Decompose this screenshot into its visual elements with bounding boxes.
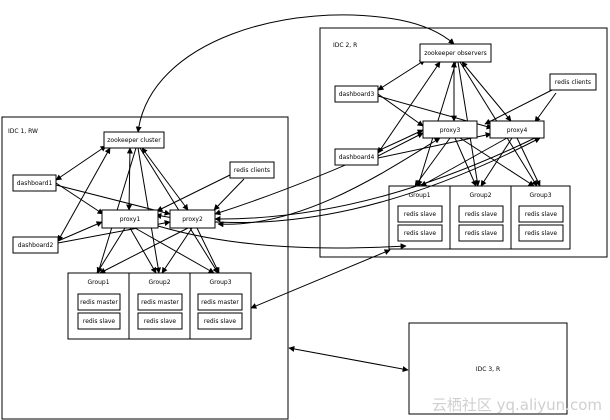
idc1-group1-master (77, 293, 121, 311)
idc1-group2-slave-label: redis slave (144, 318, 177, 325)
idc1-redis-clients-label: redis clients (234, 167, 270, 174)
dashboard3-label: dashboard3 (339, 91, 375, 98)
idc1-group2-slave (137, 312, 183, 330)
idc2-group3-slave-b (518, 224, 564, 242)
dashboard4-label: dashboard4 (339, 154, 375, 161)
proxy4-label: proxy4 (507, 127, 528, 134)
proxy1-node (101, 209, 159, 229)
idc1-group3-master-label: redis master (201, 299, 239, 306)
idc2-group1-slave-b (397, 224, 443, 242)
proxy2-node (169, 209, 216, 229)
proxy3-label: proxy3 (440, 127, 461, 134)
dashboard2-node (12, 236, 59, 254)
idc1-group1-slave (77, 312, 121, 330)
idc2-group3-slave-a (518, 205, 564, 223)
idc3-region (408, 322, 568, 415)
dashboard1-node (12, 174, 57, 192)
idc2-group3-title: Group3 (529, 192, 551, 199)
idc2-redis-clients-node (549, 73, 597, 91)
idc2-group1-slave-a-label: redis slave (404, 211, 437, 218)
idc1-group2-master-label: redis master (141, 299, 179, 306)
idc1-redis-clients-node (229, 161, 275, 179)
proxy3-node (422, 120, 478, 139)
idc2-group3-slave-a-label: redis slave (525, 211, 558, 218)
idc1-zookeeper-node (103, 131, 165, 149)
proxy4-node (489, 120, 545, 139)
idc2-group2-slave-a-label: redis slave (465, 211, 498, 218)
idc1-group3-slave (197, 312, 243, 330)
idc2-group2-slave-b-label: redis slave (465, 230, 498, 237)
idc1-group1-slave-label: redis slave (83, 318, 116, 325)
idc2-group2-slave-b (458, 224, 504, 242)
dashboard3-node (334, 85, 379, 103)
idc1-group3-master (197, 293, 243, 311)
dashboard2-label: dashboard2 (18, 242, 54, 249)
idc2-zookeeper-label: zookeeper observers (424, 50, 487, 57)
idc1-region-label: IDC 1, RW (8, 128, 38, 135)
idc2-group3-slave-b-label: redis slave (525, 230, 558, 237)
proxy2-label: proxy2 (182, 216, 203, 223)
watermark-text: 云栖社区 yq.aliyun.com (432, 396, 602, 414)
idc1-group3-slave-label: redis slave (204, 318, 237, 325)
idc2-region-label: IDC 2, R (333, 42, 357, 49)
idc2-redis-clients-label: redis clients (555, 79, 591, 86)
idc2-group1-slave-b-label: redis slave (404, 230, 437, 237)
idc2-group2-title: Group2 (469, 192, 491, 199)
dashboard1-label: dashboard1 (17, 180, 53, 187)
idc1-group1-master-label: redis master (80, 299, 118, 306)
idc3-region-label: IDC 3, R (476, 366, 500, 373)
idc2-group1-title: Group1 (408, 192, 430, 199)
idc1-group2-title: Group2 (148, 279, 170, 286)
idc2-group2-slave-a (458, 205, 504, 223)
idc1-group1-title: Group1 (87, 279, 109, 286)
idc2-group1-slave-a (397, 205, 443, 223)
proxy1-label: proxy1 (120, 216, 141, 223)
idc2-zookeeper-node (419, 43, 492, 63)
idc1-zookeeper-label: zookeeper cluster (107, 137, 161, 144)
dashboard4-node (334, 148, 379, 166)
idc1-group2-master (137, 293, 183, 311)
idc1-group3-title: Group3 (209, 279, 231, 286)
